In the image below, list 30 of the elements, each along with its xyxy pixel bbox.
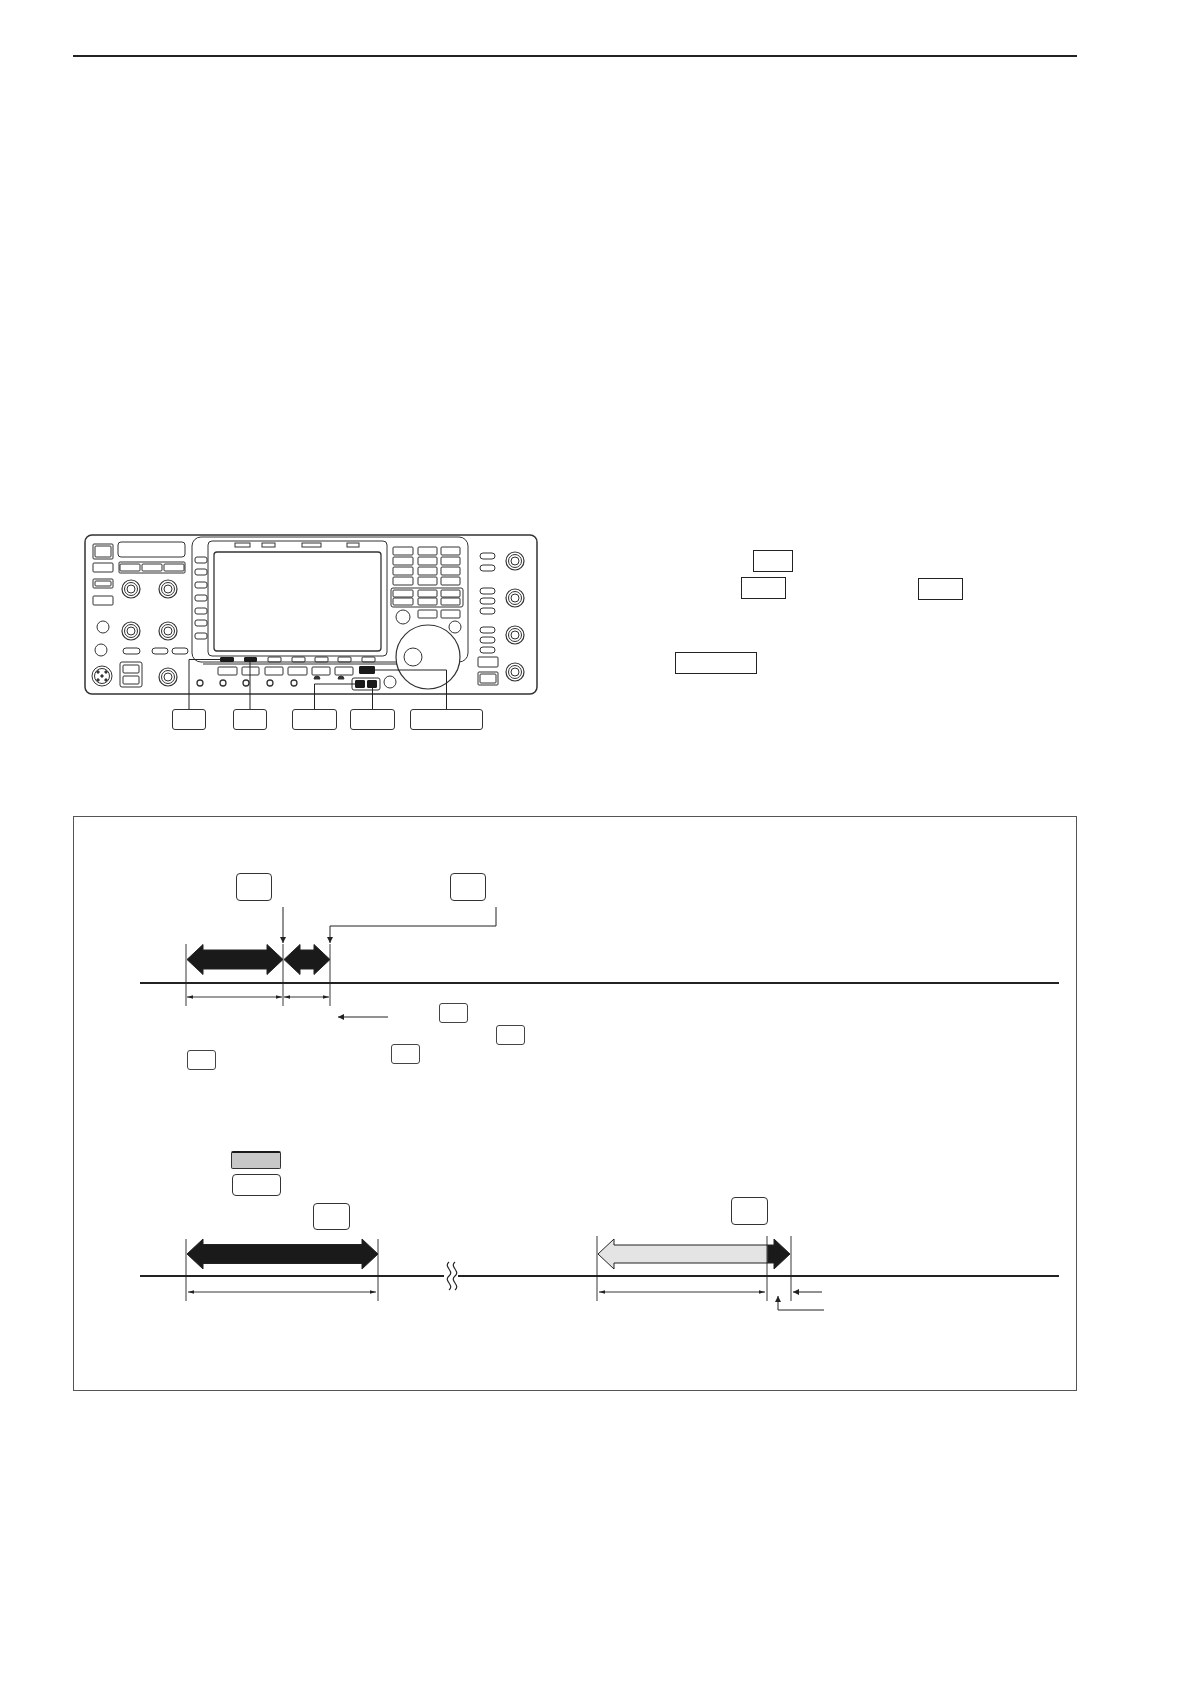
leader-line xyxy=(372,687,373,710)
blank-key-box xyxy=(231,1151,281,1169)
panel-button xyxy=(355,680,365,688)
leader-line xyxy=(188,659,221,710)
blank-key-box xyxy=(753,550,793,572)
blank-key-box xyxy=(741,577,786,599)
blank-key-box xyxy=(172,709,206,730)
figure-frame xyxy=(73,816,1077,1391)
blank-key-box xyxy=(236,873,272,901)
panel-button xyxy=(367,680,377,688)
blank-key-box xyxy=(731,1197,768,1225)
blank-key-box xyxy=(450,873,486,901)
leader-line xyxy=(249,661,251,710)
blank-key-box xyxy=(496,1025,525,1045)
blank-key-box xyxy=(292,709,337,730)
panel-button xyxy=(359,666,375,674)
blank-key-box xyxy=(918,578,963,600)
blank-key-box xyxy=(675,652,757,674)
blank-key-box xyxy=(350,709,395,730)
blank-key-box xyxy=(410,709,483,730)
blank-key-box xyxy=(187,1050,216,1070)
blank-key-box xyxy=(439,1003,468,1023)
blank-key-box xyxy=(313,1203,350,1230)
leader-line xyxy=(374,669,447,710)
blank-key-box xyxy=(391,1044,420,1064)
leader-line xyxy=(314,683,356,710)
blank-key-box xyxy=(233,709,267,730)
panel-button xyxy=(220,657,234,662)
panel-button xyxy=(244,657,257,662)
blank-key-box xyxy=(232,1174,281,1196)
